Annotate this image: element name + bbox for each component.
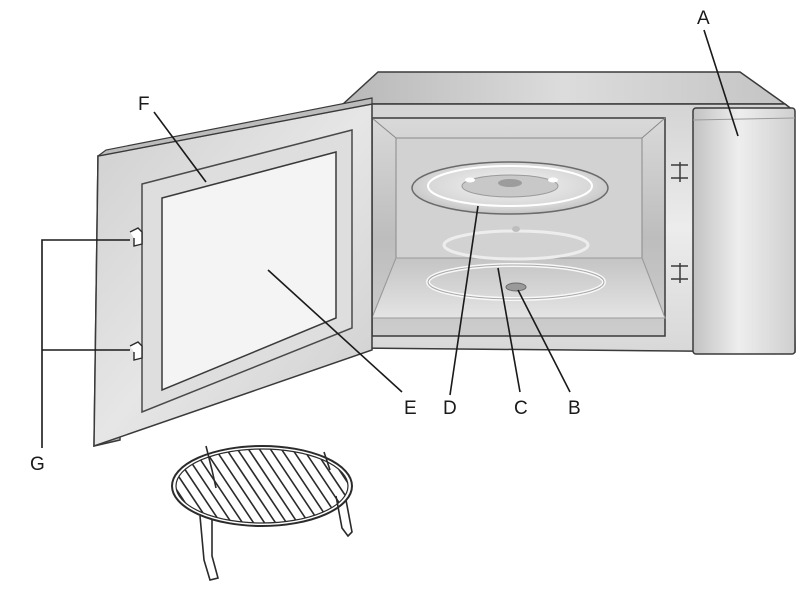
leader-f (153, 111, 207, 183)
rack-bar (309, 449, 348, 523)
rack-bars (176, 449, 348, 523)
callout-labels: A F E D C B G (30, 8, 710, 475)
door-hook-upper (129, 227, 143, 247)
rack-bar (188, 449, 270, 523)
rack-bar (176, 449, 215, 523)
callout-leaders (41, 29, 739, 448)
rack-bar (177, 449, 259, 523)
leader-e (267, 269, 403, 393)
callout-d: D (443, 398, 457, 419)
leader-b (517, 289, 571, 393)
rack-bar (221, 449, 303, 523)
rack-bar (210, 449, 292, 523)
rack-rim-outer (171, 445, 353, 527)
callout-g: G (30, 454, 45, 475)
callout-a: A (697, 8, 710, 29)
rack-bar (276, 449, 348, 523)
rack-bar (176, 449, 237, 523)
rack-bar (331, 449, 348, 523)
rack-leg-2 (335, 495, 353, 538)
door-hook-lower (129, 341, 143, 361)
oven-door (93, 97, 373, 448)
rack-bar (265, 449, 347, 523)
rack-bar (232, 449, 314, 523)
rack-leg-4 (323, 451, 331, 471)
grill-rack (171, 445, 353, 581)
rack-bar (287, 449, 348, 523)
rack-bar (254, 449, 336, 523)
rack-bar (176, 449, 193, 523)
rack-bar (176, 449, 248, 523)
rack-bar (243, 449, 325, 523)
leader-a (703, 29, 739, 137)
turntable-shaft (505, 282, 527, 292)
callout-e: E (404, 398, 417, 419)
rack-bar (298, 449, 348, 523)
leader-c (497, 267, 521, 393)
rack-bar (176, 449, 226, 523)
leader-d (449, 205, 479, 396)
callout-f: F (138, 94, 150, 115)
rack-bar (176, 449, 204, 523)
rack-bar (320, 449, 348, 523)
door-window (161, 151, 337, 392)
latch-hole-upper (671, 162, 688, 182)
latch-hole-lower (671, 263, 688, 283)
rack-bar (199, 449, 281, 523)
callout-b: B (568, 398, 581, 419)
callout-c: C (514, 398, 528, 419)
control-panel (692, 107, 796, 355)
microwave-body (341, 71, 796, 355)
rack-rim-inner (175, 448, 349, 524)
leader-g (41, 239, 130, 448)
rack-leg-1 (199, 515, 219, 581)
